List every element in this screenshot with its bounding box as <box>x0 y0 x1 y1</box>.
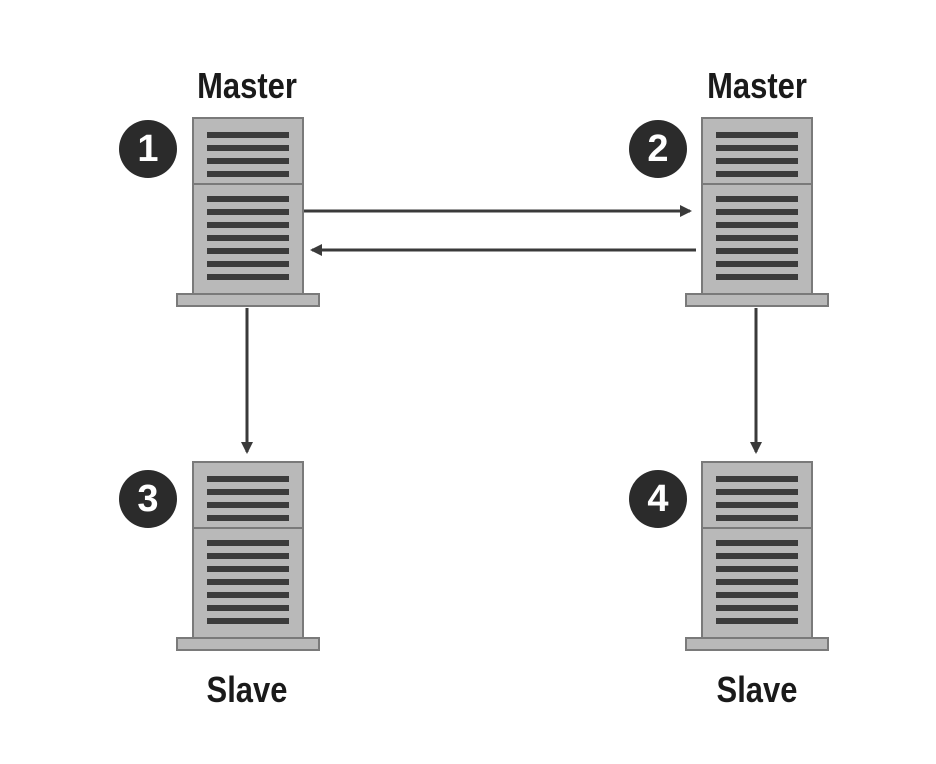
server-vent-slot <box>716 222 798 228</box>
server-vent-slot <box>207 196 289 202</box>
server-vent-slot <box>207 261 289 267</box>
server-vent-slot <box>716 476 798 482</box>
server-vent-slot <box>716 540 798 546</box>
server-vent-slot <box>716 261 798 267</box>
server-vent-slot <box>207 605 289 611</box>
node-4-number-badge: 4 <box>629 470 687 528</box>
server-vent-slot <box>207 515 289 521</box>
node-4-label: Slave <box>716 669 798 710</box>
server-vent-slot <box>207 476 289 482</box>
server-base <box>176 637 320 651</box>
server-vent-slot <box>716 248 798 254</box>
node-1-label: Master <box>197 65 297 106</box>
server-vent-slot <box>716 515 798 521</box>
server-vent-slot <box>716 592 798 598</box>
node-2-label: Master <box>707 65 807 106</box>
server-vent-slot <box>207 274 289 280</box>
node-2-number-badge: 2 <box>629 120 687 178</box>
server-icon-master-2 <box>685 117 829 307</box>
server-vent-slot <box>207 222 289 228</box>
node-1-number-badge: 1 <box>119 120 177 178</box>
server-vent-slot <box>207 540 289 546</box>
server-vent-slot <box>716 566 798 572</box>
server-vent-slot <box>716 489 798 495</box>
server-base <box>685 637 829 651</box>
server-body <box>701 117 813 295</box>
node-3-label: Slave <box>206 669 288 710</box>
server-vent-slot <box>207 502 289 508</box>
server-vent-slot <box>207 618 289 624</box>
server-body <box>192 117 304 295</box>
server-vent-slot <box>716 605 798 611</box>
server-vent-slot <box>716 618 798 624</box>
server-base <box>685 293 829 307</box>
server-vent-slot <box>207 235 289 241</box>
server-vent-slot <box>207 158 289 164</box>
server-vent-slot <box>207 553 289 559</box>
server-vent-slot <box>716 235 798 241</box>
server-vent-slot <box>716 158 798 164</box>
server-body <box>701 461 813 639</box>
server-vent-slot <box>207 132 289 138</box>
server-base <box>176 293 320 307</box>
server-vent-slot <box>207 171 289 177</box>
server-body <box>192 461 304 639</box>
server-icon-slave-3 <box>176 461 320 651</box>
server-vent-slot <box>207 579 289 585</box>
server-vent-slot <box>716 274 798 280</box>
server-icon-slave-4 <box>685 461 829 651</box>
server-vent-slot <box>716 553 798 559</box>
server-vent-slot <box>207 145 289 151</box>
server-vent-slot <box>207 248 289 254</box>
server-vent-slot <box>716 209 798 215</box>
server-vent-slot <box>716 132 798 138</box>
server-vent-slot <box>716 579 798 585</box>
server-vent-slot <box>716 171 798 177</box>
server-vent-slot <box>207 592 289 598</box>
server-vent-slot <box>716 145 798 151</box>
server-icon-master-1 <box>176 117 320 307</box>
server-vent-slot <box>716 196 798 202</box>
server-vent-slot <box>207 566 289 572</box>
server-vent-slot <box>716 502 798 508</box>
node-3-number-badge: 3 <box>119 470 177 528</box>
server-vent-slot <box>207 489 289 495</box>
server-vent-slot <box>207 209 289 215</box>
